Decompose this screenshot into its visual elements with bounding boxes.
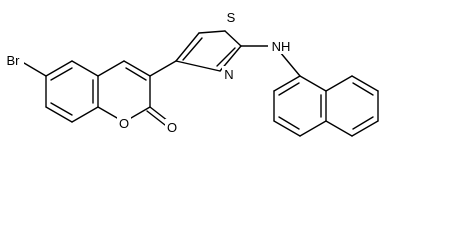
bond-nh-naphthyl xyxy=(279,51,301,77)
double-bond-inner xyxy=(50,67,73,81)
double-bond-inner xyxy=(278,82,300,96)
atom-label-br: Br xyxy=(7,53,21,68)
naphthalene-ring-b xyxy=(325,75,379,137)
bond xyxy=(325,120,353,137)
atom-o-carbonyl: O xyxy=(165,119,179,135)
bond xyxy=(45,60,73,77)
structure-canvas: Br O O S N NH xyxy=(2,9,379,137)
double-bond-inner xyxy=(182,37,203,61)
atom-nh: NH xyxy=(268,38,294,54)
naphthalene-ring-a xyxy=(273,75,327,137)
atom-label-s: S xyxy=(227,10,236,25)
atom-label-o-ring: O xyxy=(119,116,129,131)
atom-o-ring: O xyxy=(117,115,131,131)
bond xyxy=(175,60,221,72)
double-bond-inner xyxy=(278,116,300,130)
atom-label-nh: NH xyxy=(272,39,291,54)
double-bond-inner xyxy=(352,82,374,96)
bond xyxy=(273,120,301,137)
bond xyxy=(299,75,327,92)
thiazole-ring xyxy=(175,30,242,72)
bond xyxy=(198,30,226,34)
bond xyxy=(175,32,200,62)
bond-coumarin-thiazole xyxy=(149,60,177,77)
atom-s: S xyxy=(225,9,237,25)
atom-n-ring: N xyxy=(222,66,236,82)
molecule-drawing: Br O O S N NH xyxy=(2,9,379,137)
bond xyxy=(351,75,379,92)
bond xyxy=(71,60,99,77)
atom-label-n-ring: N xyxy=(224,67,233,82)
atom-label-o-carbonyl: O xyxy=(167,120,177,135)
bond xyxy=(273,75,301,92)
atom-br: Br xyxy=(2,52,24,68)
carbonyl-bond xyxy=(149,106,169,122)
bond xyxy=(224,30,242,47)
bond xyxy=(325,75,353,92)
double-bond-inner xyxy=(216,47,236,67)
bond xyxy=(299,120,327,137)
bond xyxy=(97,60,125,77)
bond-c-br xyxy=(23,62,47,77)
double-bond-inner xyxy=(125,67,147,81)
bond xyxy=(351,120,379,137)
double-bond-inner xyxy=(50,102,73,116)
pyranone-ring xyxy=(97,60,169,126)
carbonyl-bond-second xyxy=(146,110,166,126)
bond xyxy=(71,106,99,123)
bond xyxy=(45,106,73,123)
double-bond-inner xyxy=(352,116,374,130)
bond xyxy=(123,60,151,77)
benzo-ring xyxy=(45,60,99,123)
